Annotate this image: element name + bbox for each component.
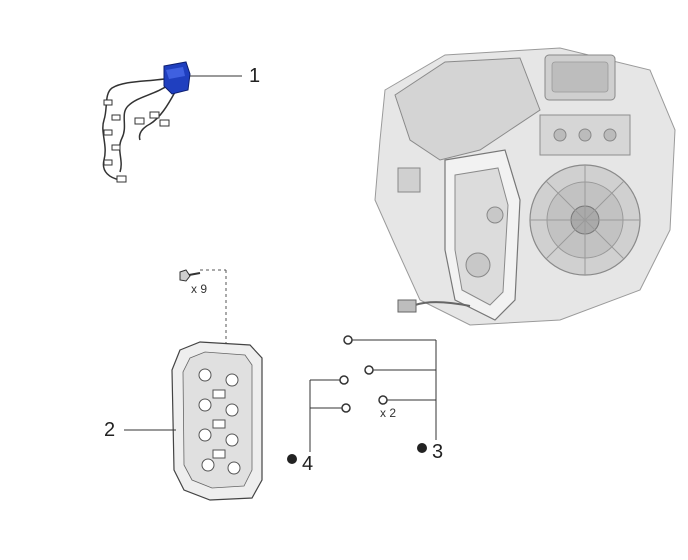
bolt-quantity: x 9 [191,282,208,296]
callout-4: 4 [302,453,314,475]
part-4-orings [287,375,351,464]
callout-1: 1 [249,65,261,87]
part-3-new-part-dot [417,443,427,453]
bolt-set [179,269,227,370]
part-2-valve-body [124,341,263,501]
part-1-sensor-harness [102,61,242,183]
callout-3: 3 [432,441,444,463]
seal-quantity: x 2 [380,406,397,420]
transmission-assembly [374,47,676,326]
part-3-seals [343,335,437,453]
callout-2: 2 [104,419,116,441]
part-4-new-part-dot [287,454,297,464]
